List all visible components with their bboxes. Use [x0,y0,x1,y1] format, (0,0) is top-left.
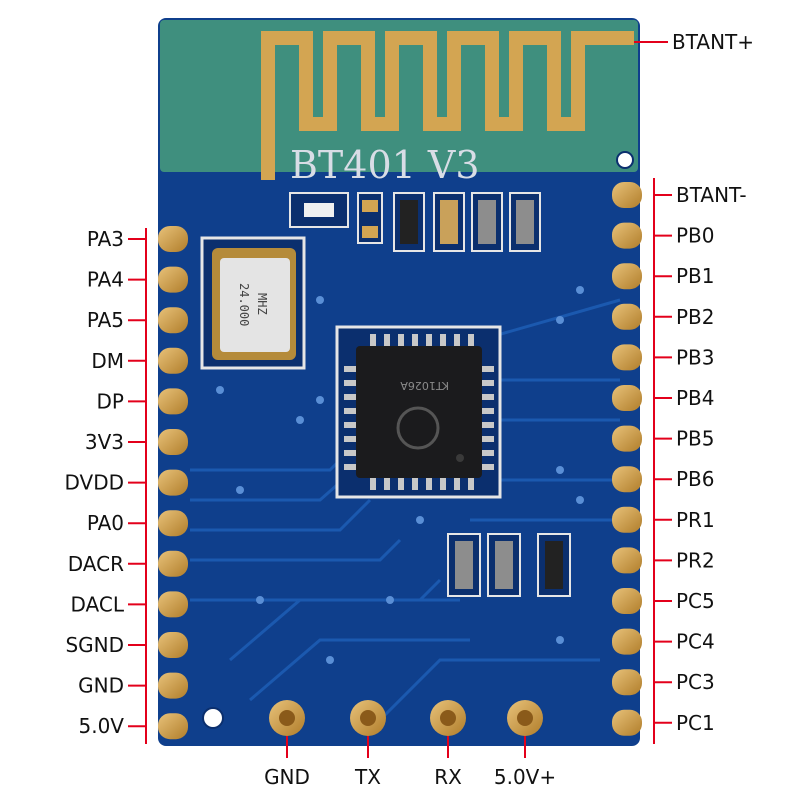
right-pad-btant [612,182,642,208]
pin-label-dacl: DACL [71,592,125,616]
right-pad-pc3 [612,669,642,696]
pin-label-pa5: PA5 [87,308,124,332]
left-pad-dacl [158,591,188,618]
left-pad-pa3 [158,226,188,252]
module-silkscreen: BT401 V3 [290,143,480,187]
smd-components [289,192,571,597]
crystal-unit: MHZ [255,293,269,315]
left-pad-5-0v [158,713,188,740]
crystal-oscillator: 24.000 MHZ [200,236,306,370]
pin-label-3v3: 3V3 [85,430,124,454]
left-pad-pa5 [158,307,188,334]
pin-label-pb0: PB0 [676,224,715,248]
pin-label-bottom-5-0v: 5.0V+ [494,765,556,789]
right-pad-pb5 [612,425,642,452]
pin-label-pb5: PB5 [676,427,715,451]
pin-label-btant-plus: BTANT+ [672,30,754,54]
pin-label-bottom-rx: RX [434,765,462,789]
left-pad-3v3 [158,429,188,455]
pin-label-5-0v: 5.0V [79,714,125,738]
pin-label-pc3: PC3 [676,670,715,694]
mount-hole [202,707,224,729]
right-pad-pr2 [612,547,642,574]
ic-marking: KT1026A [400,379,449,392]
right-pad-pb3 [612,344,642,371]
pin-label-btant: BTANT- [676,183,747,207]
pin-label-pc1: PC1 [676,711,715,735]
right-pads [612,182,642,736]
right-pad-pb0 [612,222,642,249]
pin-label-dm: DM [91,349,124,373]
right-pad-pb4 [612,385,642,411]
left-pad-dacr [158,550,188,577]
pin-label-pa3: PA3 [87,227,124,251]
ic-pins [344,334,494,490]
pin-label-pb4: PB4 [676,386,715,410]
right-pad-pc4 [612,628,642,655]
left-pad-pa0 [158,510,188,537]
pin-label-dvdd: DVDD [64,471,124,495]
left-pad-gnd [158,672,188,699]
left-pad-sgnd [158,632,188,658]
right-pad-pb6 [612,466,642,493]
mount-hole [616,151,634,169]
left-pad-pa4 [158,266,188,293]
pin-label-pa4: PA4 [87,268,124,292]
crystal-frequency: 24.000 [237,283,251,326]
ic-logo [396,406,440,450]
right-pad-pr1 [612,506,642,533]
left-pad-dp [158,388,188,415]
pin-label-pr1: PR1 [676,508,715,532]
pin-label-bottom-tx: TX [354,765,381,789]
pin-label-pa0: PA0 [87,511,124,535]
pin-label-pb3: PB3 [676,345,715,369]
pin-label-sgnd: SGND [65,633,124,657]
pin-label-pc5: PC5 [676,589,715,613]
left-pad-dm [158,347,188,374]
pin-label-pb1: PB1 [676,264,715,288]
right-pad-pc1 [612,709,642,736]
leader-lines [128,41,672,758]
pin-label-pr2: PR2 [676,548,715,572]
pin-label-gnd: GND [78,674,124,698]
pin-label-pb6: PB6 [676,467,715,491]
pin-label-dp: DP [97,389,124,413]
left-pads [158,226,188,740]
main-ic: KT1026A [335,325,502,499]
right-pad-pc5 [612,588,642,614]
antenna-trace [261,31,634,180]
pin-label-pb2: PB2 [676,305,715,329]
pin-label-pc4: PC4 [676,630,715,654]
pcb-traces [190,298,621,722]
right-pad-pb2 [612,303,642,330]
pin-label-dacr: DACR [68,552,124,576]
left-pad-dvdd [158,469,188,496]
bottom-pads [269,700,543,736]
pin-label-bottom-gnd: GND [264,765,310,789]
right-pad-pb1 [612,263,642,290]
